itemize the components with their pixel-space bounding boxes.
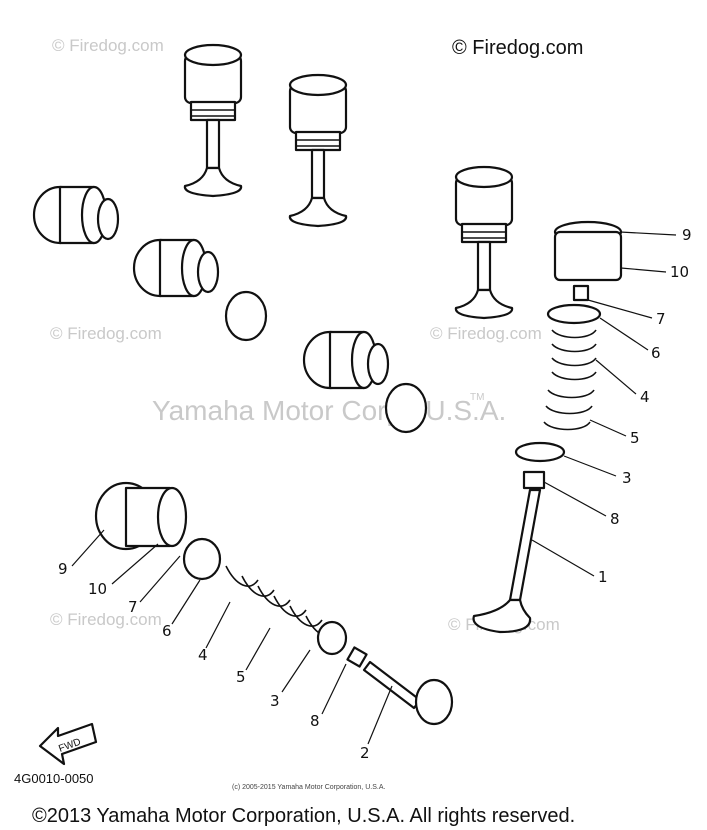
callout-label: 6 <box>162 622 172 640</box>
watermark-center: Yamaha Motor Corp., U.S.A. <box>152 395 506 426</box>
valve-head <box>224 290 268 342</box>
callout-label: 9 <box>682 226 692 244</box>
diagram-code: 4G0010-0050 <box>14 771 94 786</box>
valve-head <box>384 382 428 434</box>
callout-label: 10 <box>88 580 107 598</box>
valve-assembly-top-right <box>454 165 514 320</box>
callout-label: 8 <box>310 712 320 730</box>
callout-label: 5 <box>236 668 246 686</box>
callout-label: 10 <box>670 263 689 281</box>
callouts-bottom: 9 10 7 6 4 5 3 8 2 <box>58 529 393 762</box>
watermark-faint: © Firedog.com <box>52 36 164 55</box>
callout-label: 5 <box>630 429 640 447</box>
watermark-tm: TM <box>470 392 484 403</box>
footer-copyright: ©2013 Yamaha Motor Corporation, U.S.A. A… <box>32 805 575 827</box>
callout-label: 2 <box>360 744 370 762</box>
exploded-assembly-bottom <box>94 481 454 726</box>
callout-label: 7 <box>128 598 138 616</box>
watermark-faint: © Firedog.com <box>430 324 542 343</box>
callout-label: 7 <box>656 310 666 328</box>
callout-label: 3 <box>622 469 632 487</box>
callout-label: 3 <box>270 692 280 710</box>
valve-assembly-side-2 <box>132 238 220 298</box>
callout-label: 4 <box>640 388 650 406</box>
callout-label: 8 <box>610 510 620 528</box>
fwd-arrow-icon: FWD <box>38 722 98 766</box>
callout-label: 1 <box>598 568 608 586</box>
watermark-faint: © Firedog.com <box>50 610 162 629</box>
watermark-layer: © Firedog.com © Firedog.com © Firedog.co… <box>50 36 560 634</box>
small-copyright: (c) 2005-2015 Yamaha Motor Corporation, … <box>232 784 385 791</box>
callout-label: 9 <box>58 560 68 578</box>
valve-assembly-top-mid <box>288 73 348 228</box>
callout-label: 6 <box>651 344 661 362</box>
callout-label: 4 <box>198 646 208 664</box>
watermark-faint: © Firedog.com <box>50 324 162 343</box>
valve-assembly-top-left <box>183 43 243 198</box>
firedog-watermark: © Firedog.com <box>452 37 583 59</box>
valve-assembly-side-3 <box>302 330 390 390</box>
valve-assembly-side-1 <box>32 185 120 245</box>
callouts-right: 9 10 7 6 4 5 3 8 1 <box>531 226 692 586</box>
